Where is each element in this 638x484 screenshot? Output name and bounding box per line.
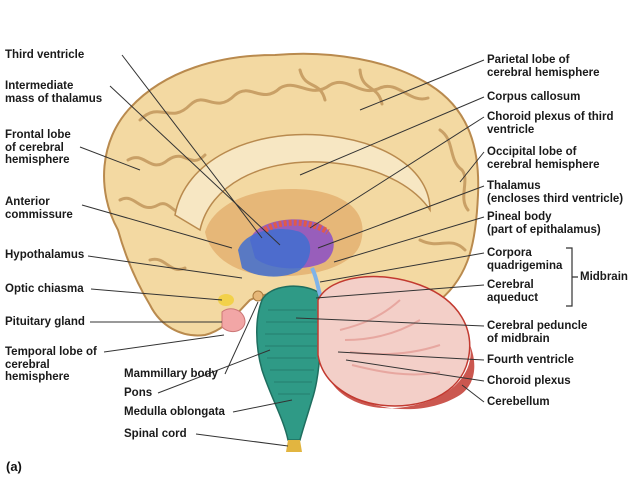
label-temporal-lobe: Temporal lobe of cerebral hemisphere [5, 346, 97, 383]
midbrain-bracket [566, 247, 578, 307]
label-cerebral-aqueduct: Cerebral aqueduct [487, 279, 539, 304]
spinal-cord-shape [286, 440, 302, 452]
label-midbrain: Midbrain [580, 271, 628, 283]
choroid-plexus-third-shape [263, 219, 330, 235]
label-hypothalamus: Hypothalamus [5, 249, 85, 261]
label-pineal-body: Pineal body (part of epithalamus) [487, 211, 601, 236]
label-pons: Pons [124, 387, 153, 399]
label-mammillary-body: Mammillary body [124, 368, 218, 380]
label-pituitary-gland: Pituitary gland [5, 316, 85, 328]
label-choroid-plexus: Choroid plexus [487, 375, 571, 387]
label-intermediate-mass: Intermediate mass of thalamus [5, 80, 103, 105]
label-anterior-commissure: Anterior commissure [5, 196, 73, 221]
panel-label: (a) [6, 459, 22, 474]
label-medulla-oblongata: Medulla oblongata [124, 406, 225, 418]
leader-lines [79, 54, 485, 447]
brainstem-shape [256, 285, 322, 441]
label-optic-chiasma: Optic chiasma [5, 283, 84, 295]
label-occipital-lobe: Occipital lobe of cerebral hemisphere [487, 146, 600, 171]
label-fourth-ventricle: Fourth ventricle [487, 354, 574, 366]
optic-chiasma-shape [218, 294, 234, 306]
label-third-ventricle: Third ventricle [5, 49, 85, 61]
label-frontal-lobe: Frontal lobe of cerebral hemisphere [5, 129, 71, 166]
corpus-callosum-shape [174, 133, 431, 232]
label-parietal-lobe: Parietal lobe of cerebral hemisphere [487, 54, 600, 79]
pituitary-shape [221, 308, 246, 333]
label-corpus-callosum: Corpus callosum [487, 91, 581, 103]
mammillary-shape [252, 290, 264, 302]
label-thalamus: Thalamus (encloses third ventricle) [487, 180, 624, 205]
label-spinal-cord: Spinal cord [124, 428, 187, 440]
label-cerebral-peduncle: Cerebral peduncle of midbrain [487, 320, 588, 345]
label-choroid-plexus-third: Choroid plexus of third ventricle [487, 111, 614, 136]
brainstem-striations [265, 309, 318, 395]
label-corpora-quadrigemina: Corpora quadrigemina [487, 247, 563, 272]
label-cerebellum: Cerebellum [487, 396, 550, 408]
third-ventricle-shape [238, 229, 311, 277]
